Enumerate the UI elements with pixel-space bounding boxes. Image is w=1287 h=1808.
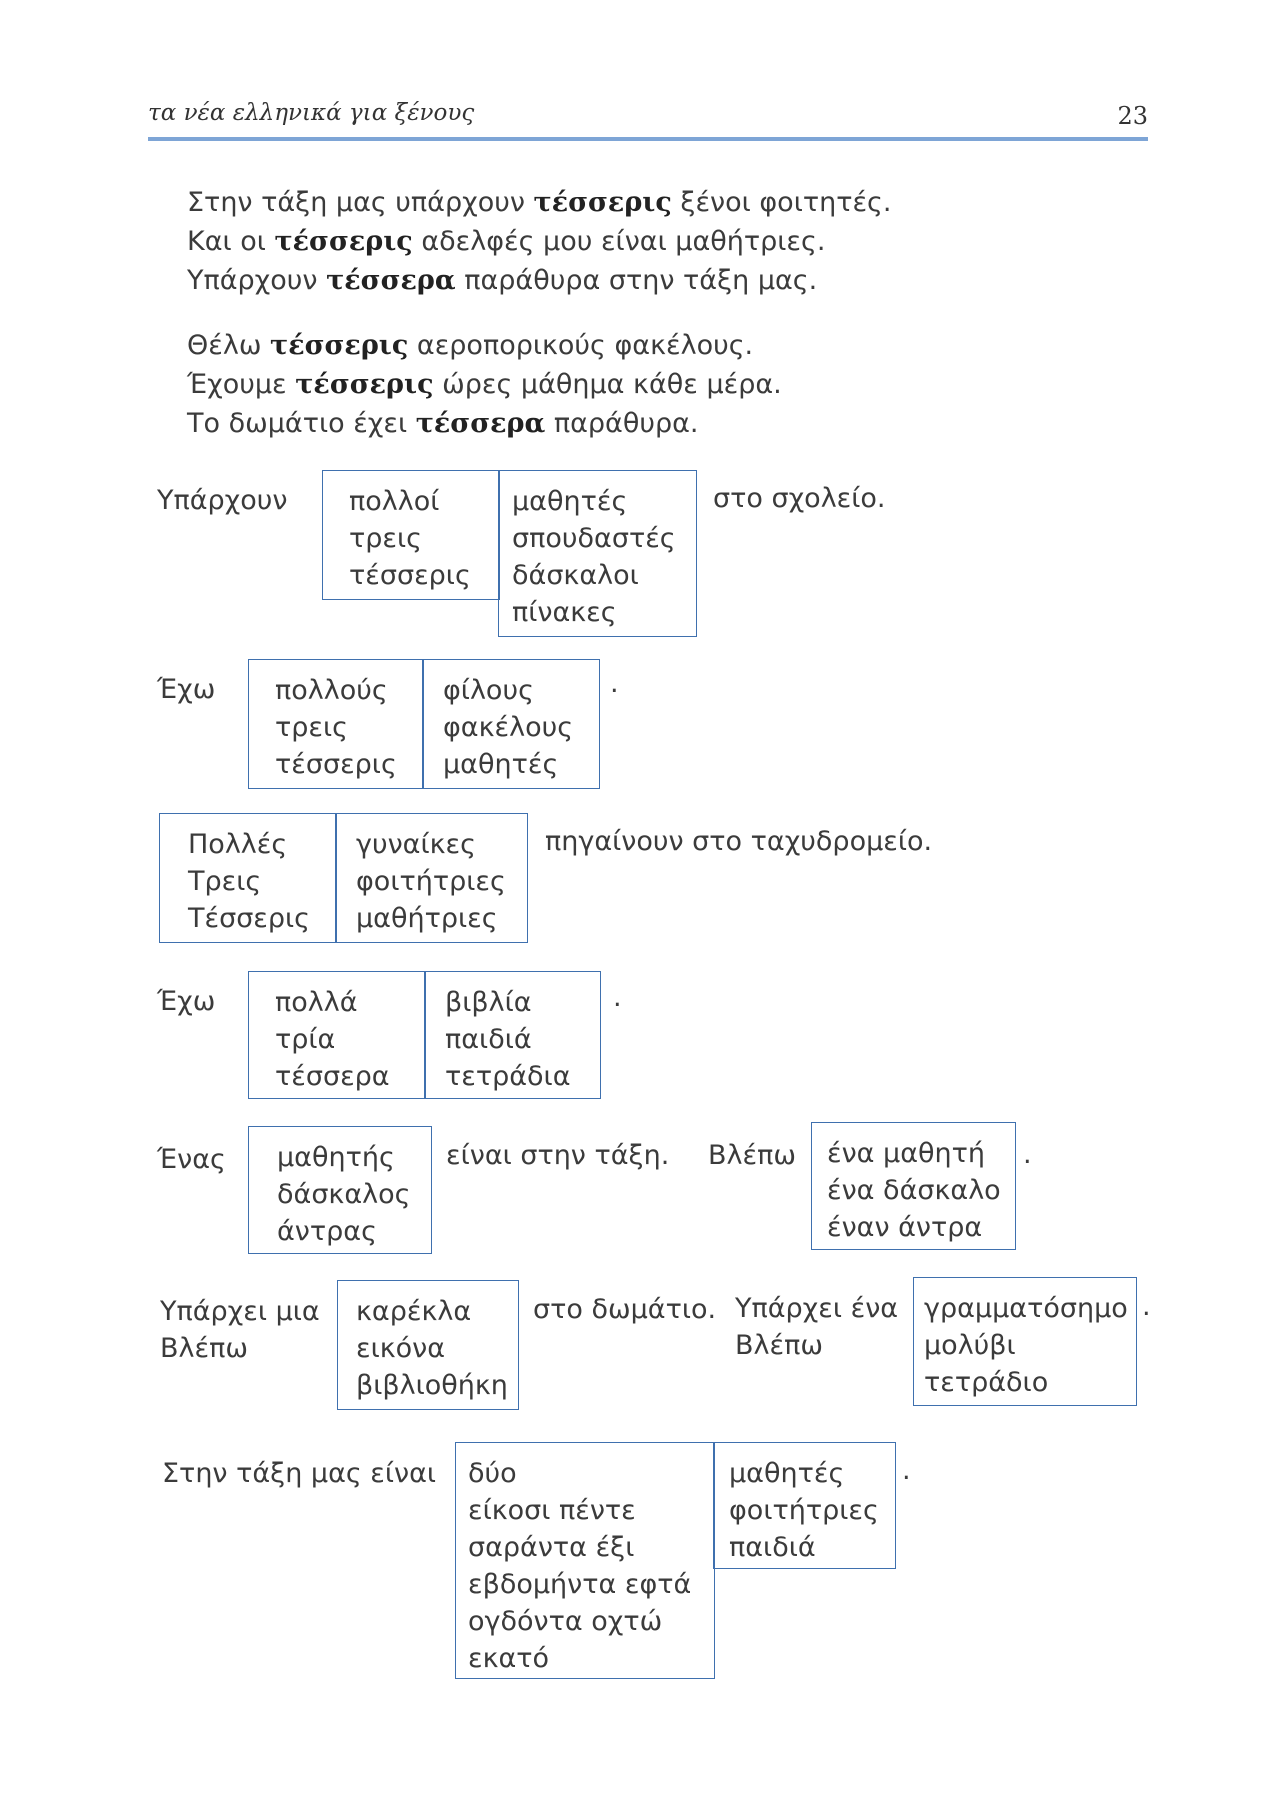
running-title: τα νέα ελληνικά για ξένους xyxy=(148,100,475,126)
substitution-suffix: στο σχολείο. xyxy=(713,483,886,514)
substitution-suffix: στο δωμάτιο. xyxy=(533,1294,717,1325)
sentence: Στην τάξη μας υπάρχουν τέσσερις ξένοι φο… xyxy=(187,187,892,218)
sentence: Έχουμε τέσσερις ώρες μάθημα κάθε μέρα. xyxy=(187,369,782,400)
substitution-suffix: είναι στην τάξη. xyxy=(446,1140,670,1171)
page-number: 23 xyxy=(1117,102,1148,130)
substitution-suffix: . xyxy=(610,668,619,699)
sentence: Υπάρχουν τέσσερα παράθυρα στην τάξη μας. xyxy=(187,265,818,296)
substitution-suffix: . xyxy=(1023,1139,1032,1170)
sentence: Και οι τέσσερις αδελφές μου είναι μαθήτρ… xyxy=(187,226,826,257)
sentence: Θέλω τέσσερις αεροπορικούς φακέλους. xyxy=(187,330,754,361)
substitution-suffix: . xyxy=(1142,1291,1151,1322)
substitution-prefix: Ένας xyxy=(157,1144,226,1175)
substitution-suffix: . xyxy=(902,1455,911,1486)
substitution-prefix: Στην τάξη μας είναι xyxy=(162,1458,437,1489)
header-rule xyxy=(148,137,1148,141)
sentence: Το δωμάτιο έχει τέσσερα παράθυρα. xyxy=(187,408,699,439)
example-paragraph-1: Στην τάξη μας υπάρχουν τέσσερις ξένοι φο… xyxy=(187,183,891,300)
substitution-suffix: . xyxy=(613,982,622,1013)
substitution-suffix: πηγαίνουν στο ταχυδρομείο. xyxy=(545,826,933,857)
substitution-prefix: Έχω xyxy=(157,986,216,1017)
example-paragraph-2: Θέλω τέσσερις αεροπορικούς φακέλους. Έχο… xyxy=(187,326,782,443)
substitution-prefix: Βλέπω xyxy=(708,1140,796,1171)
substitution-prefix: Υπάρχουν xyxy=(157,485,288,516)
substitution-prefix: Έχω xyxy=(157,674,216,705)
